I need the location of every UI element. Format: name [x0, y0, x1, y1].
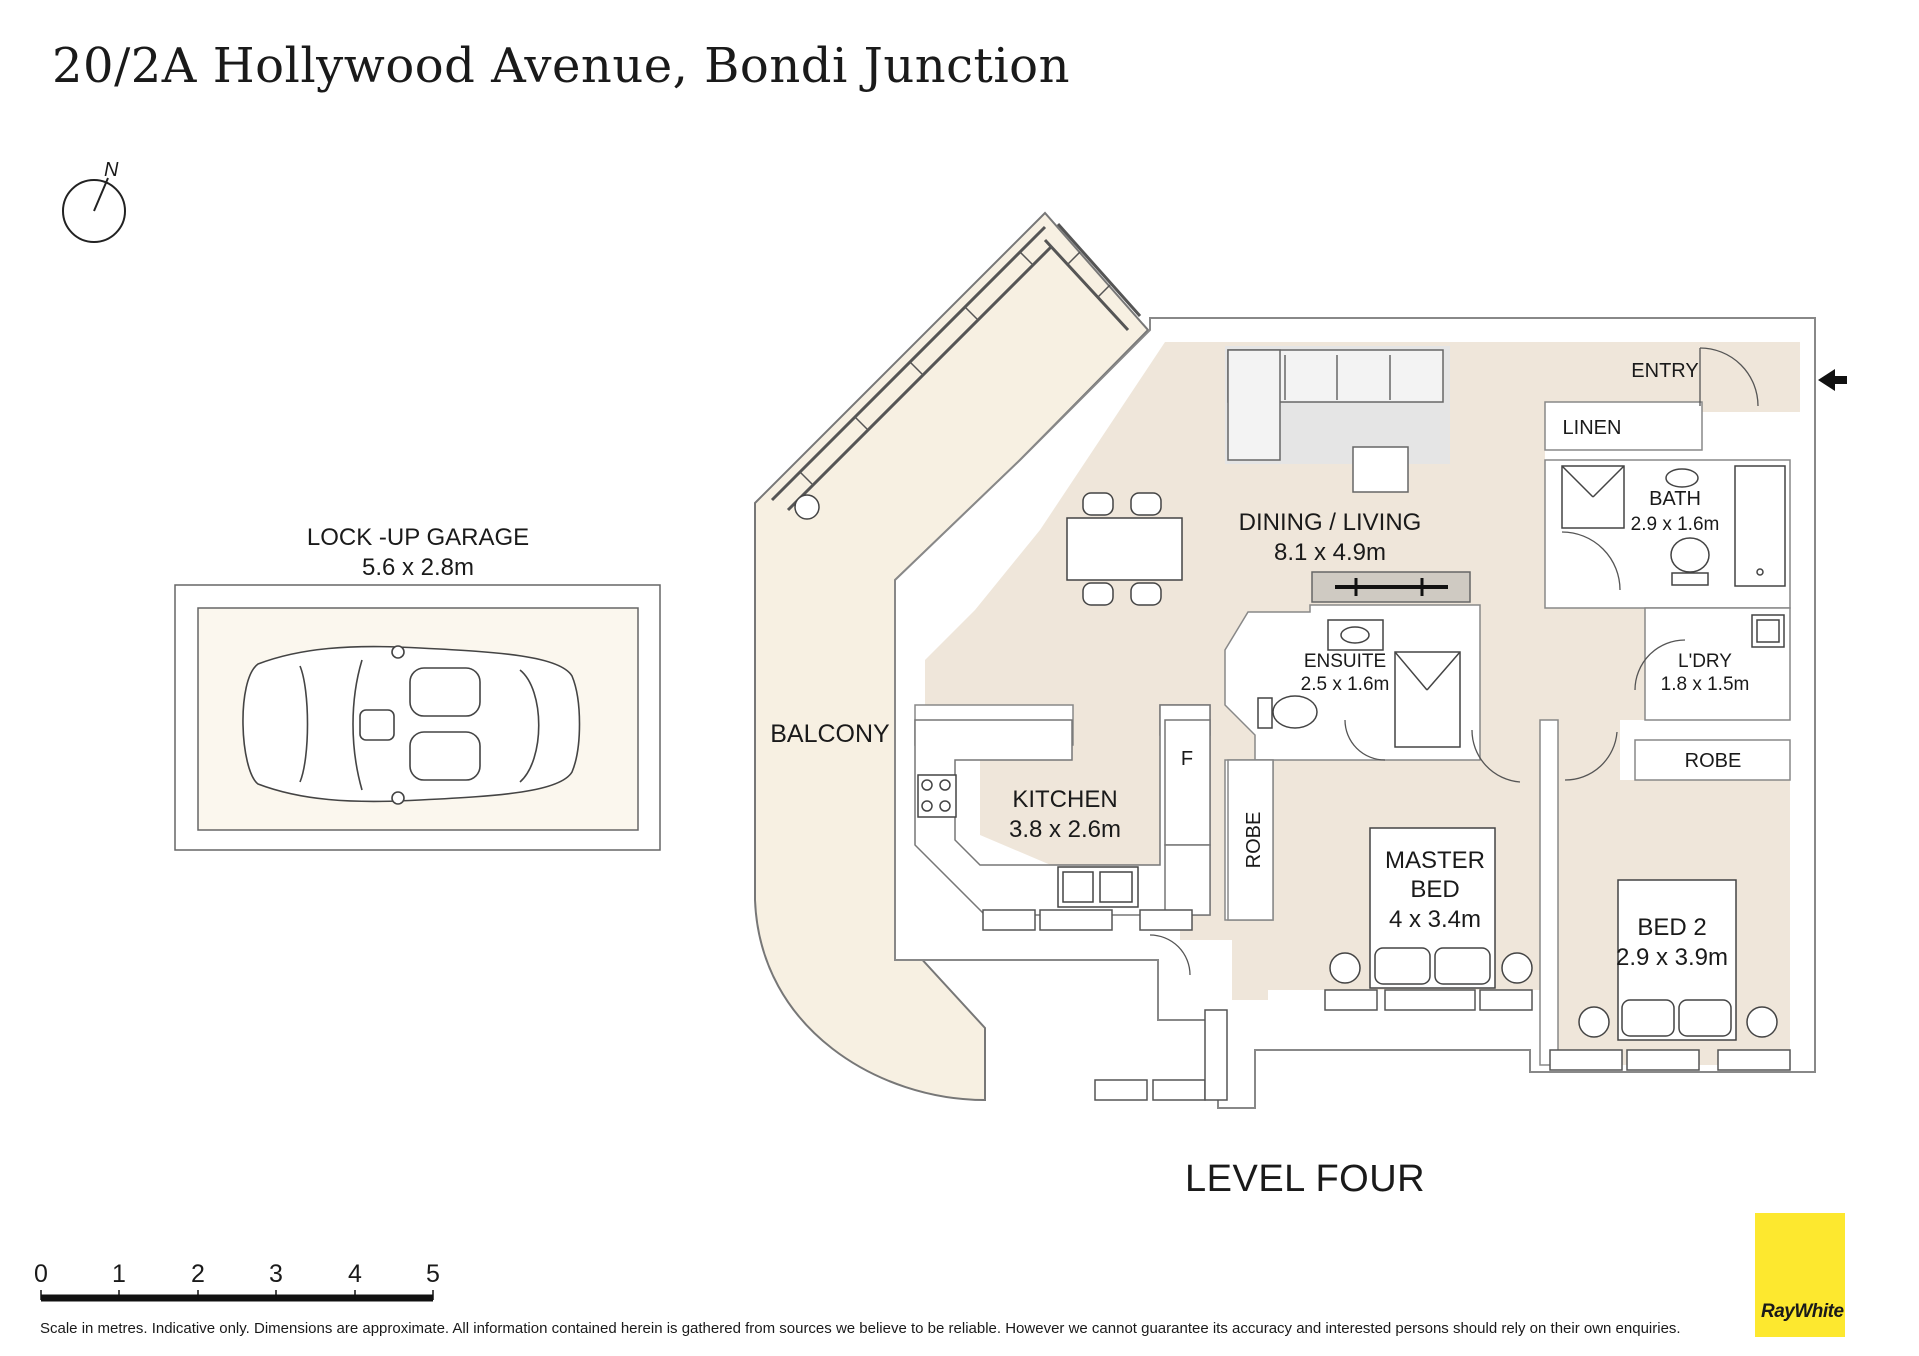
- scale-tick-2: 2: [191, 1260, 205, 1288]
- linen-label: LINEN: [1563, 417, 1622, 439]
- bed2-label: BED 2: [1637, 914, 1706, 941]
- logo-text: RayWhite: [1761, 1301, 1844, 1322]
- robe-master-label: ROBE: [1243, 812, 1265, 869]
- master-bed-icon: [1329, 827, 1533, 989]
- laundry-size: 1.8 x 1.5m: [1661, 674, 1750, 695]
- bed2-size: 2.9 x 3.9m: [1616, 944, 1728, 971]
- level-label: LEVEL FOUR: [1185, 1158, 1426, 1200]
- bath-size: 2.9 x 1.6m: [1631, 514, 1720, 535]
- scale-bar: 0 1 2 3 4 5: [34, 1260, 440, 1302]
- scale-tick-0: 0: [34, 1260, 48, 1288]
- apartment: DINING / LIVING 8.1 x 4.9m KITCHEN 3.8 x…: [894, 317, 1847, 1109]
- car-icon: [242, 645, 581, 805]
- garage-name: LOCK -UP GARAGE: [307, 524, 529, 551]
- scale-tick-1: 1: [112, 1260, 126, 1288]
- compass-north-label: N: [104, 159, 119, 181]
- sink-icon: [1057, 866, 1139, 908]
- scale-tick-4: 4: [348, 1260, 362, 1288]
- laundry-label: L'DRY: [1678, 651, 1732, 672]
- entry-label: ENTRY: [1631, 360, 1698, 382]
- sofa-icon: [1225, 346, 1450, 493]
- cooktop-icon: [917, 774, 957, 818]
- entry-arrow-icon: [1818, 369, 1847, 391]
- kitchen-label: KITCHEN: [1012, 786, 1117, 813]
- page-title: 20/2A Hollywood Avenue, Bondi Junction: [52, 38, 1070, 94]
- bed2-icon: [1578, 879, 1778, 1041]
- disclaimer: Scale in metres. Indicative only. Dimens…: [40, 1320, 1681, 1337]
- balcony-label: BALCONY: [770, 720, 890, 748]
- fridge-label: F: [1181, 748, 1193, 770]
- bath-label: BATH: [1649, 488, 1701, 510]
- raywhite-logo: RayWhite: [1755, 1213, 1845, 1337]
- garage: LOCK -UP GARAGE 5.6 x 2.8m: [174, 524, 661, 851]
- scale-tick-5: 5: [426, 1260, 440, 1288]
- scale-tick-3: 3: [269, 1260, 283, 1288]
- garage-size: 5.6 x 2.8m: [362, 554, 474, 581]
- dining-table-icon: [1066, 492, 1183, 606]
- kitchen-size: 3.8 x 2.6m: [1009, 816, 1121, 843]
- ensuite-size: 2.5 x 1.6m: [1301, 674, 1390, 695]
- compass-icon: N: [62, 159, 126, 243]
- dining-living-label: DINING / LIVING: [1239, 509, 1422, 536]
- fireplace-icon: [1311, 571, 1471, 603]
- ensuite-label: ENSUITE: [1304, 651, 1386, 672]
- master-bed-label-1: MASTER: [1385, 847, 1485, 874]
- robe-bed2-label: ROBE: [1685, 750, 1742, 772]
- master-bed-size: 4 x 3.4m: [1389, 906, 1481, 933]
- dining-living-size: 8.1 x 4.9m: [1274, 539, 1386, 566]
- master-bed-label-2: BED: [1410, 876, 1459, 903]
